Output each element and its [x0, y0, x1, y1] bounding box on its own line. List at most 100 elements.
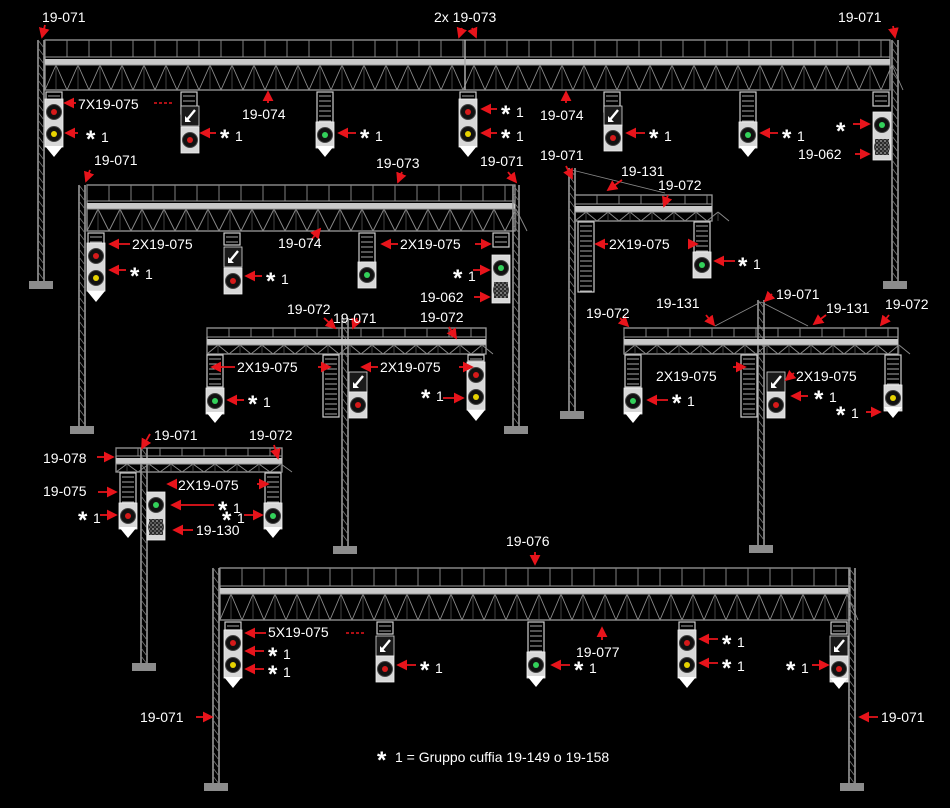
note-star: * — [501, 101, 511, 128]
note-one: 1 — [737, 658, 745, 674]
lamp — [382, 666, 388, 672]
gantry-walkway — [624, 339, 898, 345]
pointer-arrow — [467, 26, 478, 39]
signal-head — [692, 251, 712, 279]
lamp — [212, 398, 218, 404]
signal-ladder — [830, 621, 848, 635]
lamp — [533, 662, 539, 668]
lamp — [187, 137, 193, 143]
signal-ladder — [577, 221, 595, 293]
gantry-walkway — [207, 339, 486, 345]
code-label: 19-062 — [420, 289, 464, 305]
signal-head — [829, 655, 849, 683]
lamp-cover — [875, 139, 889, 155]
gantry-walkway — [116, 458, 282, 464]
mast-left-small — [132, 447, 156, 671]
note-one: 1 — [468, 268, 476, 284]
mast-second-left — [70, 184, 94, 434]
note-one: 1 — [235, 128, 243, 144]
pointer-arrow — [84, 169, 95, 183]
pointer-arrow — [662, 194, 673, 208]
note-star: * — [248, 391, 258, 418]
signal-ladder — [740, 354, 758, 418]
note-star-1: *1 — [220, 125, 243, 152]
note-one: 1 — [233, 500, 241, 516]
code-label: 2X19-075 — [237, 359, 298, 375]
note-star: * — [421, 385, 431, 412]
direction-arrowhead — [353, 382, 359, 388]
pointer-arrow — [888, 25, 899, 39]
signal-ladder — [119, 472, 137, 504]
signal-head — [766, 391, 786, 419]
signal-ladder — [624, 354, 642, 388]
note-star: * — [453, 265, 463, 292]
route-indicator — [830, 678, 848, 689]
note-star-1: *1 — [420, 657, 443, 684]
mast-base — [504, 426, 528, 434]
lamp — [473, 394, 479, 400]
direction-arrowhead — [380, 646, 386, 652]
route-indicator — [678, 677, 696, 688]
code-label: 5X19-075 — [268, 624, 329, 640]
code-label: 2x 19-073 — [434, 9, 496, 25]
signal-head — [677, 629, 697, 679]
gantry-walkway — [87, 203, 515, 209]
signal-ladder — [316, 91, 334, 123]
note-star-1: *1 — [268, 661, 291, 688]
note-star-1: *1 — [722, 631, 745, 658]
note-star: * — [738, 253, 748, 280]
note-star-1: *1 — [786, 657, 809, 684]
direction-arrowhead — [771, 382, 777, 388]
note-one: 1 — [101, 129, 109, 145]
direction-arrowhead — [228, 257, 234, 263]
pointer-arrow — [351, 317, 362, 330]
code-label: 2X19-075 — [380, 359, 441, 375]
signal-head — [223, 629, 243, 679]
code-label: 19-071 — [480, 153, 524, 169]
note-one: 1 — [375, 128, 383, 144]
signal-head — [526, 651, 546, 679]
direction-indicator — [766, 371, 786, 393]
mast-base — [29, 281, 53, 289]
route-indicator — [316, 146, 334, 157]
direction-indicator — [603, 105, 623, 127]
route-indicator — [467, 410, 485, 421]
note-star: * — [649, 125, 659, 152]
legend-star: * — [377, 747, 387, 774]
code-label: 19-074 — [540, 107, 584, 123]
lamp — [230, 662, 236, 668]
signal-head — [375, 655, 395, 683]
note-one: 1 — [281, 271, 289, 287]
mast-base — [749, 545, 773, 553]
lamp — [773, 402, 779, 408]
note-star-1: *1 — [222, 507, 245, 534]
signal-head — [872, 111, 892, 161]
lamp — [51, 109, 57, 115]
mast-right-bracket — [560, 167, 584, 419]
code-label: 19-072 — [885, 296, 929, 312]
note-star: * — [130, 263, 140, 290]
signal-ladder — [264, 472, 282, 504]
note-one: 1 — [801, 660, 809, 676]
route-indicator — [527, 676, 545, 687]
signal-head — [348, 391, 368, 419]
code-label: 19-074 — [278, 235, 322, 251]
signal-ladder — [884, 354, 902, 386]
lamp — [364, 272, 370, 278]
note-star-1: *1 — [649, 125, 672, 152]
note-star: * — [218, 497, 228, 524]
note-one: 1 — [93, 510, 101, 526]
signal-ladder — [322, 354, 340, 418]
mast-base — [883, 281, 907, 289]
lamp — [465, 131, 471, 137]
signal-ladder — [693, 221, 711, 253]
note-star-1: *1 — [218, 497, 241, 524]
note-star: * — [814, 386, 824, 413]
note-star-1: *1 — [738, 253, 761, 280]
code-label: 19-071 — [42, 9, 86, 25]
mast-top-right — [883, 39, 907, 289]
mast-bottom-right — [840, 567, 864, 791]
code-label: 19-075 — [43, 483, 87, 499]
lamp — [230, 278, 236, 284]
